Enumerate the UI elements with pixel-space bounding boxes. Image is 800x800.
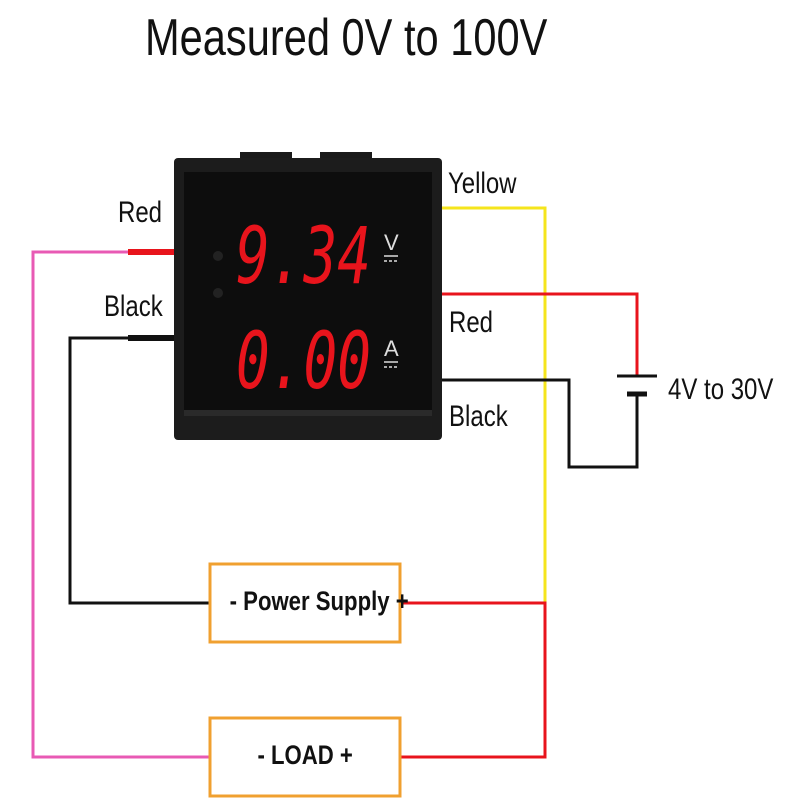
left-black-label: Black: [104, 290, 163, 323]
yellow-wire: [442, 206, 547, 603]
left-red-label: Red: [118, 196, 163, 229]
current-display: 0.00: [236, 317, 371, 407]
power-supply-box: [208, 562, 402, 644]
voltage-display: 9.34: [236, 212, 371, 302]
right-red-wire: [442, 292, 639, 376]
load-box: [208, 716, 402, 798]
current-unit-label: A: [384, 336, 399, 361]
red-wire-supply-load: [400, 601, 547, 759]
load-label: - LOAD +: [257, 740, 353, 770]
panel-meter: 9.34 0.00 V A: [174, 152, 442, 440]
page-title: Measured 0V to 100V: [145, 9, 548, 67]
right-red-label: Red: [449, 306, 494, 339]
power-supply-label: - Power Supply +: [229, 586, 409, 616]
battery-voltage-label: 4V to 30V: [668, 373, 774, 406]
voltage-unit-label: V: [384, 230, 399, 255]
pink-wire: [31, 250, 210, 759]
right-black-label: Black: [449, 400, 508, 433]
left-black-wire: [68, 336, 210, 605]
right-yellow-label: Yellow: [448, 167, 517, 200]
right-black-wire: [442, 378, 639, 469]
